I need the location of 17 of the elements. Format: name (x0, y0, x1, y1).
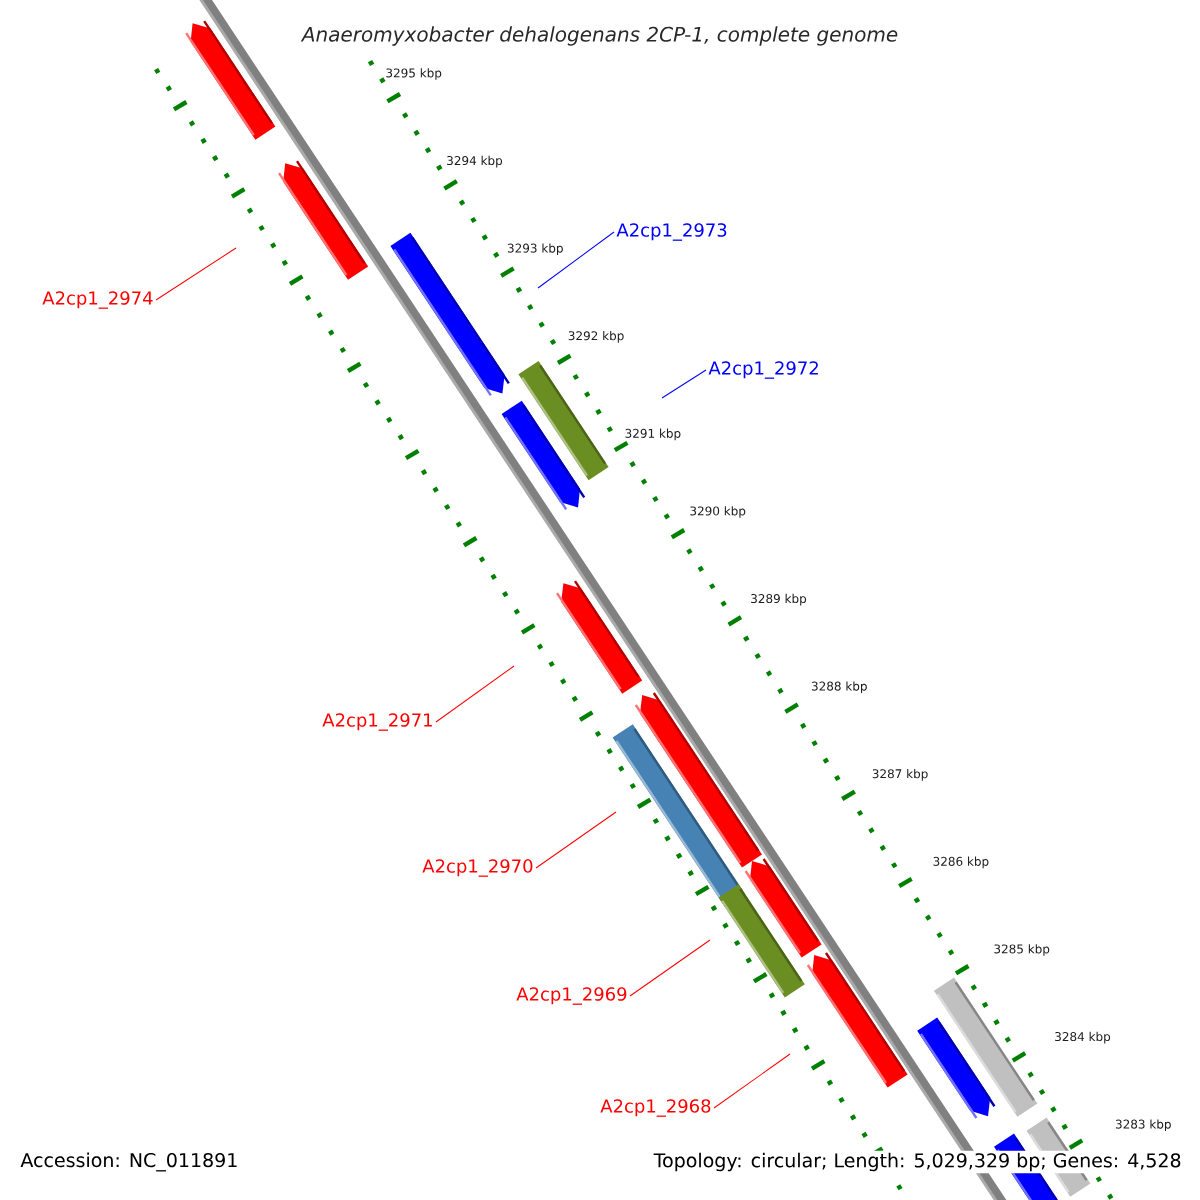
title: Anaeromyxobacter dehalogenans 2CP-1, complete genome (300, 26, 898, 46)
gene-label: A2cp1_2973 (616, 223, 727, 241)
leader-line (535, 811, 617, 869)
leader-line (661, 369, 707, 399)
leader-line (155, 247, 237, 301)
leader-line (435, 665, 515, 723)
gene-label: A2cp1_2968 (600, 1099, 711, 1117)
gene-label: A2cp1_2974 (42, 291, 153, 309)
gene-label: A2cp1_2972 (708, 361, 818, 379)
leader-line (537, 231, 615, 289)
leader-line (713, 1053, 791, 1109)
gene-label: A2cp1_2971 (322, 713, 432, 731)
accession-text: Accession: NC_011891 (20, 1152, 237, 1172)
summary-text: Topology: circular; Length: 5,029,329 bp; Genes: 4,528 (651, 1150, 1184, 1174)
gene-label: A2cp1_2970 (422, 859, 533, 877)
gene-label: A2cp1_2969 (516, 987, 627, 1005)
leader-line (629, 939, 711, 997)
